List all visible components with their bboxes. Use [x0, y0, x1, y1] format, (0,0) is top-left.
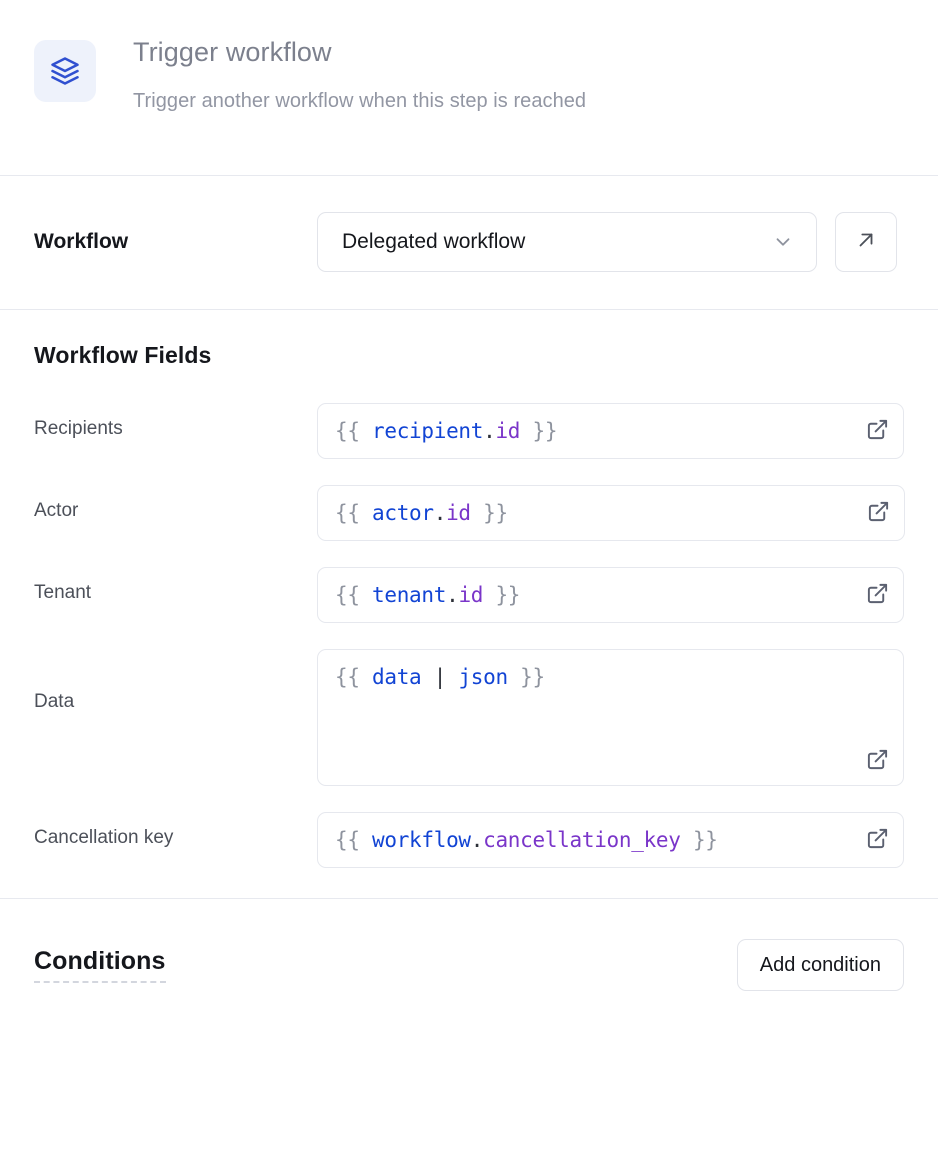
field-row: Cancellation key {{ workflow.cancellatio… — [34, 812, 904, 868]
header-text-block: Trigger workflow Trigger another workflo… — [133, 32, 586, 115]
chevron-down-icon — [772, 231, 794, 253]
external-link-icon[interactable] — [866, 748, 889, 771]
recipients-input-value: {{ recipient.id }} — [335, 419, 558, 443]
cancellation-key-input-value: {{ workflow.cancellation_key }} — [335, 828, 718, 852]
field-label-actor: Actor — [34, 500, 79, 521]
divider-fields — [0, 898, 938, 899]
field-row: Tenant {{ tenant.id }} — [34, 567, 904, 623]
add-condition-button[interactable]: Add condition — [736, 939, 904, 991]
field-row: Data {{ data | json }} — [34, 649, 904, 786]
actor-input[interactable]: {{ actor.id }} — [317, 485, 905, 541]
field-row: Recipients {{ recipient.id }} — [34, 403, 904, 459]
actor-input-value: {{ actor.id }} — [335, 501, 508, 525]
field-row: Actor {{ actor.id }} — [34, 485, 905, 541]
field-label-recipients: Recipients — [34, 418, 123, 439]
cancellation-key-input[interactable]: {{ workflow.cancellation_key }} — [317, 812, 904, 868]
divider-header — [0, 175, 938, 176]
open-workflow-button[interactable] — [835, 212, 897, 272]
external-link-icon[interactable] — [866, 827, 889, 850]
recipients-input[interactable]: {{ recipient.id }} — [317, 403, 904, 459]
field-label-data: Data — [34, 691, 75, 712]
page-title: Trigger workflow — [133, 37, 332, 67]
data-textarea-value: {{ data | json }} — [335, 665, 545, 689]
conditions-title: Conditions — [34, 947, 166, 983]
page-subtitle: Trigger another workflow when this step … — [133, 90, 587, 113]
divider-workflow — [0, 309, 938, 310]
data-textarea[interactable]: {{ data | json }} — [317, 649, 904, 786]
external-link-icon[interactable] — [866, 418, 889, 441]
workflow-fields-heading: Workflow Fields — [34, 342, 212, 368]
panel-header: Trigger workflow Trigger another workflo… — [0, 0, 938, 175]
tenant-input[interactable]: {{ tenant.id }} — [317, 567, 904, 623]
workflow-fields-section: Workflow Fields Recipients {{ recipient.… — [0, 310, 938, 898]
workflow-label: Workflow — [34, 230, 129, 253]
workflow-select[interactable]: Delegated workflow — [317, 212, 817, 272]
field-label-cancellation-key: Cancellation key — [34, 827, 174, 848]
layers-stack-icon — [34, 40, 96, 102]
field-label-tenant: Tenant — [34, 582, 92, 603]
external-link-icon[interactable] — [867, 500, 890, 523]
tenant-input-value: {{ tenant.id }} — [335, 583, 521, 607]
workflow-select-row: Workflow Delegated workflow — [0, 176, 938, 309]
conditions-section: Conditions Add condition — [0, 899, 938, 991]
arrow-up-right-icon — [855, 229, 877, 256]
workflow-select-value: Delegated workflow — [342, 230, 526, 253]
external-link-icon[interactable] — [866, 582, 889, 605]
